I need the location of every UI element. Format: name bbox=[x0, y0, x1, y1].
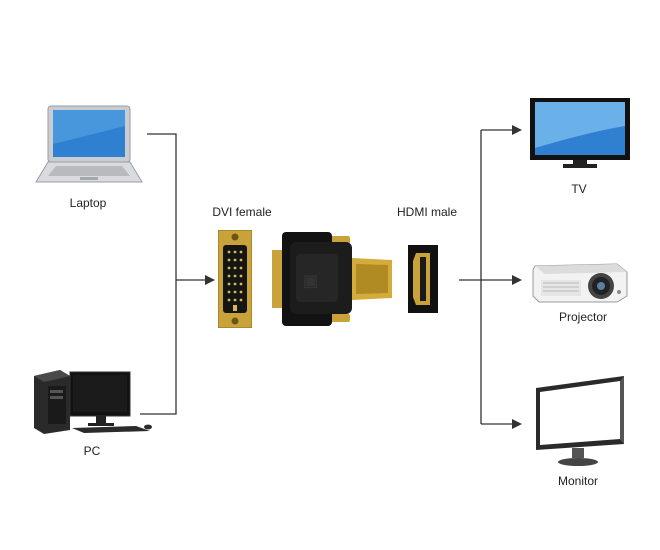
arrow-head-projector bbox=[512, 275, 522, 285]
laptop-icon bbox=[35, 105, 143, 183]
tv-icon bbox=[530, 98, 630, 168]
svg-text:▣: ▣ bbox=[303, 273, 318, 290]
arrow-head-monitor bbox=[512, 419, 522, 429]
projector-icon bbox=[532, 263, 628, 303]
arrow-head-tv bbox=[512, 125, 522, 135]
tv-label: TV bbox=[571, 182, 587, 196]
projector-label: Projector bbox=[558, 310, 608, 324]
dvi-female-port-icon bbox=[218, 230, 252, 328]
arrow-head-dvi bbox=[205, 275, 215, 285]
pc-label: PC bbox=[83, 444, 101, 458]
desktop-pc-icon bbox=[34, 370, 152, 434]
monitor-icon bbox=[536, 376, 624, 466]
dvi-label: DVI female bbox=[212, 205, 272, 219]
laptop-line bbox=[140, 133, 177, 415]
laptop-label: Laptop bbox=[69, 196, 107, 210]
monitor-label: Monitor bbox=[557, 474, 598, 488]
hdmi-male-port-icon bbox=[408, 245, 438, 313]
hdmi-label: HDMI male bbox=[396, 205, 457, 219]
dvi-to-hdmi-adapter-icon: ▣ bbox=[272, 232, 392, 326]
